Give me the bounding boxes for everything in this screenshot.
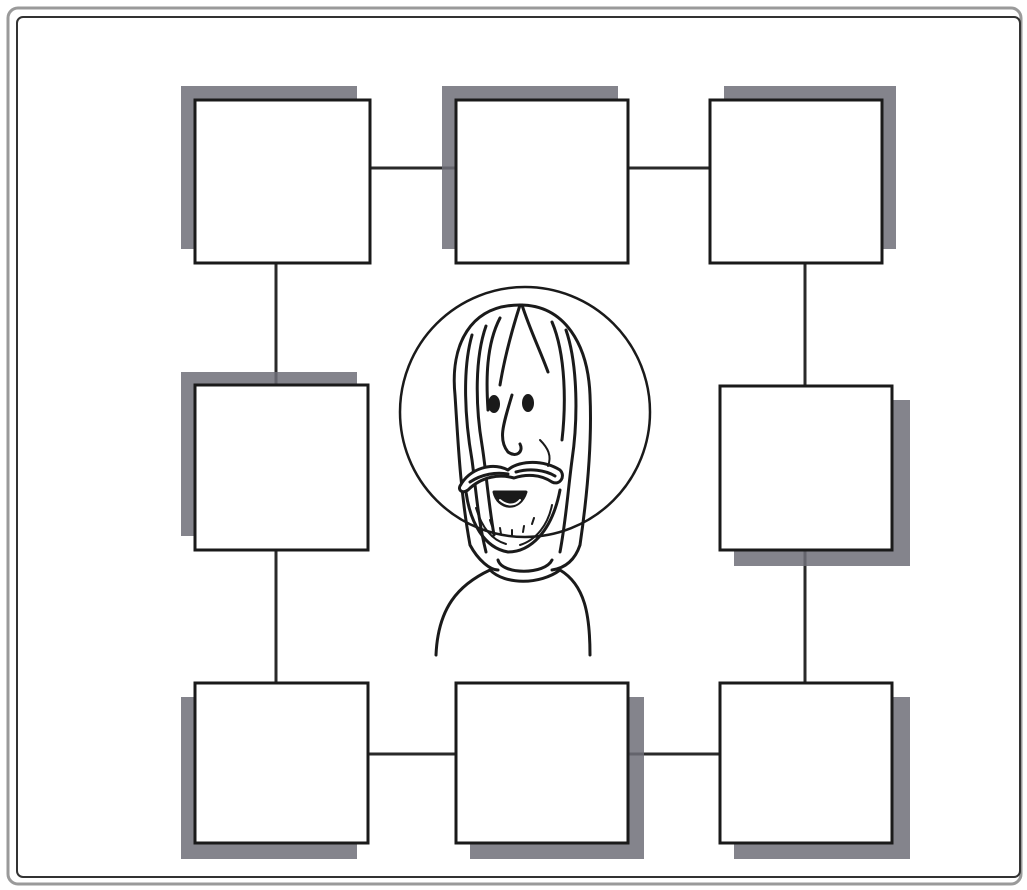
box-bottom-left[interactable] [195,683,368,843]
box-bottom-center[interactable] [456,683,628,843]
left-eye [488,395,500,413]
box-top-left[interactable] [195,100,370,263]
box-top-center[interactable] [456,100,628,263]
jesus-face-illustration [400,287,650,655]
box-middle-right[interactable] [720,386,892,550]
right-eye [522,394,534,412]
halo-icon [400,287,650,537]
box-bottom-right[interactable] [720,683,892,843]
box-top-right[interactable] [710,100,882,263]
box-middle-left[interactable] [195,385,368,550]
shoulders [436,570,490,655]
